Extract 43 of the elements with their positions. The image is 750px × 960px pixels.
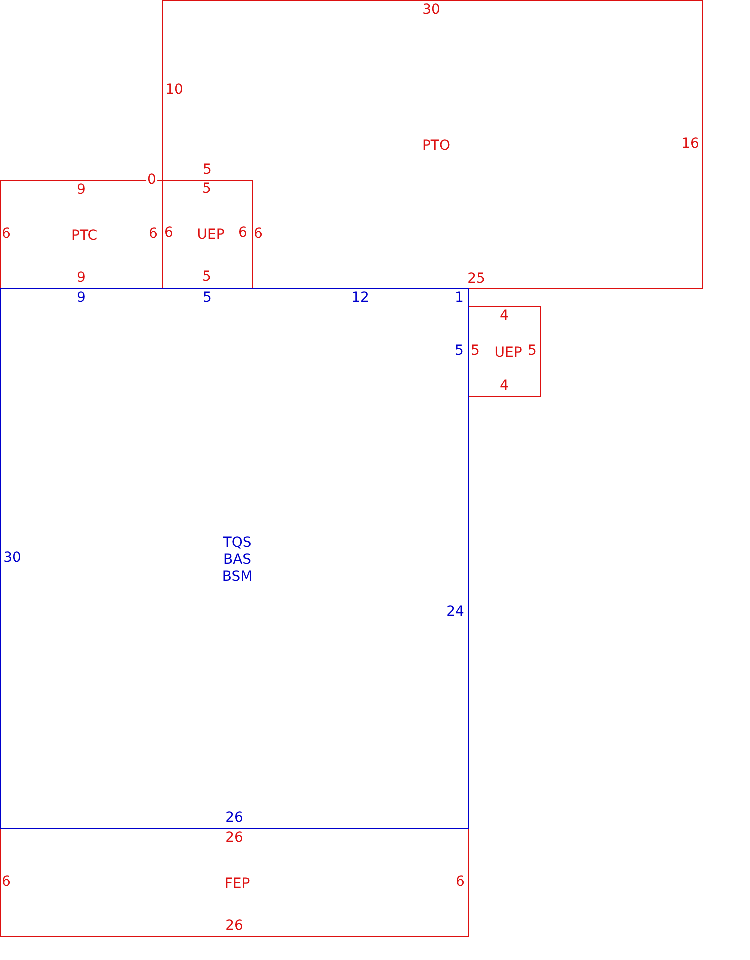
dimension-label: 6 — [254, 226, 263, 240]
room-outline — [162, 0, 703, 289]
dimension-label: 5 — [203, 290, 212, 304]
dimension-label: 10 — [166, 82, 184, 96]
dimension-label: 6 — [2, 874, 11, 888]
dimension-label: 9 — [77, 182, 86, 196]
room-label: UEP — [494, 346, 522, 360]
dimension-label: 9 — [77, 270, 86, 284]
dimension-label: 4 — [500, 308, 509, 322]
dimension-label: 12 — [352, 290, 370, 304]
dimension-label: 5 — [202, 270, 212, 284]
dimension-label: 30 — [422, 2, 440, 16]
room-label: FEP — [224, 876, 250, 890]
dimension-label: 9 — [77, 290, 86, 304]
room-outline — [0, 288, 469, 829]
dimension-label: 26 — [226, 810, 244, 824]
room-label: PTC — [72, 228, 98, 242]
dimension-label: 24 — [446, 604, 464, 618]
dimension-label: 25 — [468, 272, 486, 286]
dimension-label: 5 — [202, 182, 212, 196]
room-outline — [0, 828, 469, 937]
dimension-label: 6 — [149, 226, 158, 240]
dimension-label: 5 — [471, 344, 480, 358]
room-label: TQS — [223, 536, 252, 550]
room-label: BSM — [222, 570, 253, 584]
dimension-label: 5 — [455, 344, 464, 358]
room-outline — [468, 306, 541, 397]
dimension-label: 30 — [4, 550, 22, 564]
room-label: UEP — [197, 228, 225, 242]
dimension-label: 26 — [226, 830, 244, 844]
dimension-label: 6 — [456, 874, 465, 888]
room-outline — [162, 180, 252, 288]
dimension-label: 6 — [164, 226, 174, 240]
room-label: PTO — [422, 138, 450, 152]
dimension-label: 16 — [682, 136, 700, 150]
dimension-label: 26 — [226, 918, 244, 932]
dimension-label: 4 — [500, 378, 509, 392]
dimension-label: 5 — [528, 344, 537, 358]
dimension-label: 5 — [203, 162, 212, 176]
dimension-label: 1 — [455, 290, 464, 304]
dimension-label: 6 — [238, 226, 248, 240]
dimension-label: 6 — [2, 226, 11, 240]
room-label: BAS — [223, 552, 252, 566]
